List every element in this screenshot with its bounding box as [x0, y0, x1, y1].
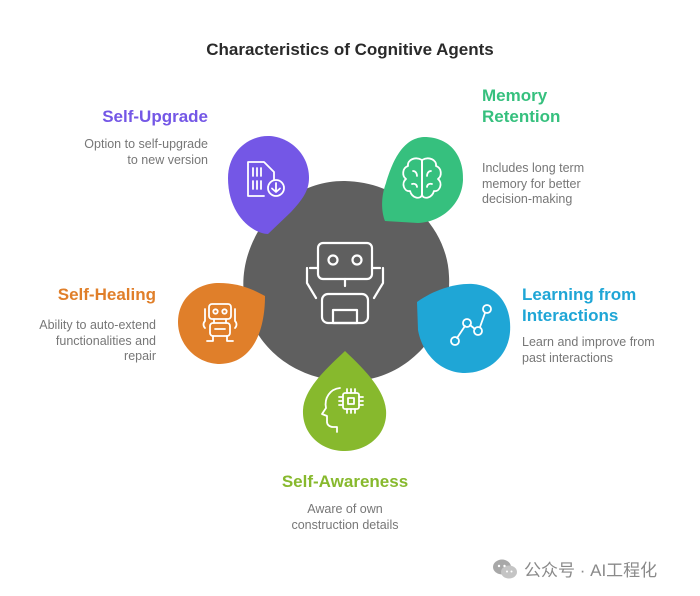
self-awareness-description: Aware of own construction details — [245, 502, 445, 533]
head-chip-icon — [321, 387, 364, 433]
awareness-desc-line-2: construction details — [291, 517, 399, 532]
self-upgrade-description: Option to self-upgrade to new version — [28, 137, 208, 168]
healing-desc-line-2: functionalities and — [55, 333, 156, 348]
memory-heading-line-2: Retention — [482, 107, 561, 126]
self-awareness-heading: Self-Awareness — [281, 472, 409, 491]
healing-desc-line-3: repair — [124, 349, 156, 363]
self-upgrade-desc-line-1: Option to self-upgrade — [84, 137, 208, 151]
memory-desc-line-1: Includes long term — [482, 161, 585, 175]
file-download-icon — [247, 161, 285, 197]
line-chart-icon — [450, 304, 492, 346]
healing-desc-line-1: Ability to auto-extend — [39, 318, 156, 332]
learning-heading: Learning from Interactions — [522, 284, 697, 326]
central-hub — [243, 180, 450, 382]
memory-heading-line-1: Memory — [482, 86, 548, 105]
learning-desc-line-1: Learn and improve from — [522, 335, 655, 349]
self-upgrade-heading: Self-Upgrade — [102, 107, 208, 126]
memory-description: Includes long term memory for better dec… — [482, 161, 672, 208]
learning-desc-line-2: past interactions — [522, 350, 614, 365]
self-healing-heading: Self-Healing — [57, 285, 156, 304]
learning-heading-line-2: Interactions — [522, 306, 619, 325]
self-healing-description: Ability to auto-extend functionalities a… — [10, 318, 156, 365]
watermark-text: 公众号 · AI工程化 — [524, 561, 658, 580]
awareness-petal — [302, 351, 387, 451]
learning-heading-line-1: Learning from — [522, 285, 637, 304]
robot-icon — [305, 241, 385, 325]
memory-desc-line-2: memory for better — [482, 176, 581, 191]
diagram-title: Characteristics of Cognitive Agents — [206, 40, 494, 59]
self-upgrade-desc-line-2: to new version — [127, 152, 208, 167]
brain-icon — [402, 157, 442, 199]
memory-heading: Memory Retention — [482, 85, 662, 127]
watermark: 公众号 · AI工程化 — [492, 556, 657, 581]
repair-robot-icon — [202, 303, 238, 342]
wechat-icon — [493, 559, 517, 578]
awareness-desc-line-1: Aware of own — [307, 502, 383, 516]
memory-desc-line-3: decision-making — [482, 192, 573, 206]
learning-description: Learn and improve from past interactions — [522, 335, 697, 366]
